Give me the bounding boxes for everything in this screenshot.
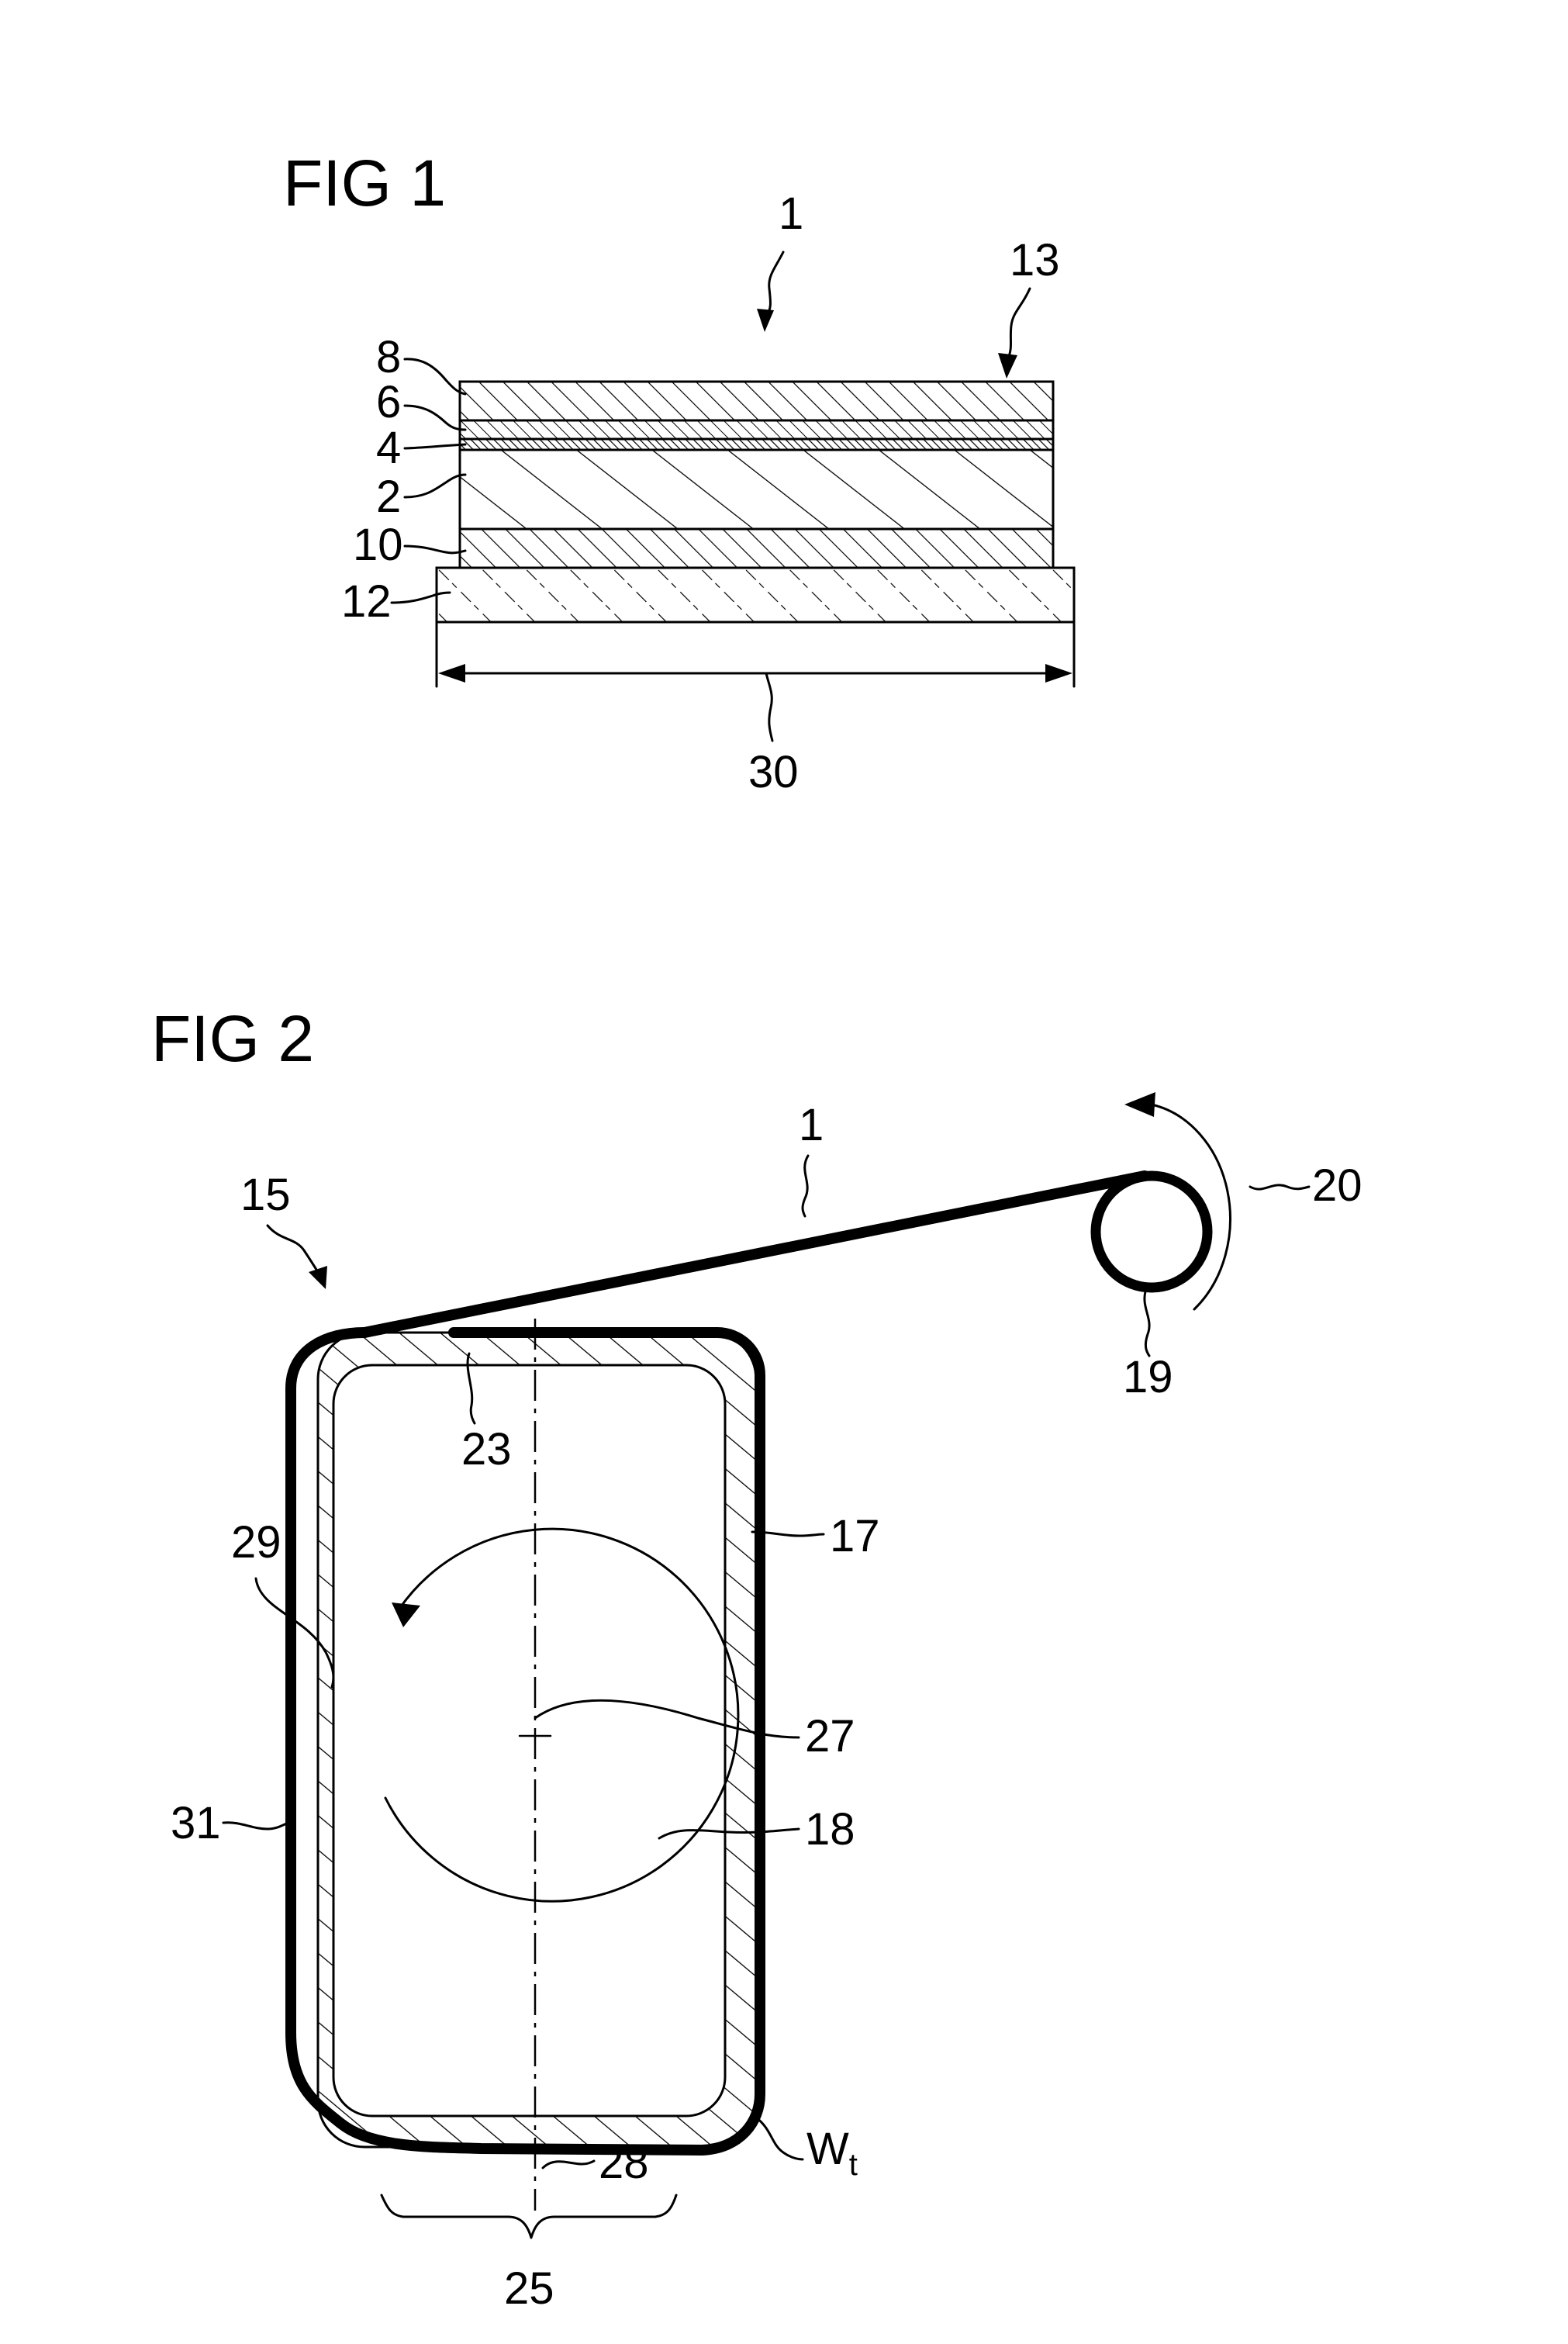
ref-film-2-label: 1 — [799, 1100, 824, 1150]
ref-rotation-label: 18 — [805, 1804, 855, 1855]
ref-outer-layer-leader — [223, 1823, 288, 1829]
rotation-arrow-20-head — [1124, 1092, 1155, 1117]
ref-layer-12-label: 12 — [341, 576, 392, 627]
ref-region-label: 25 — [504, 2263, 554, 2314]
ref-layer-2-label: 2 — [376, 472, 401, 522]
rotation-path-arrowhead — [392, 1602, 420, 1627]
ref-layer-2-leader — [405, 475, 465, 497]
figure-1: FIG 1 1 13 8 6 4 2 10 12 — [283, 147, 1074, 797]
ref-layer-10-label: 10 — [353, 520, 403, 570]
ref-inner-surface-label: 29 — [231, 1517, 281, 1568]
layer-stack — [437, 382, 1074, 622]
supply-roll — [1096, 1176, 1207, 1288]
ref-arrangement-label: 15 — [240, 1170, 291, 1220]
ref-layer-8-label: 8 — [376, 332, 401, 382]
ref-wound-label: Wt — [806, 2124, 858, 2182]
layer-10 — [460, 529, 1053, 568]
wall-inner-edge — [333, 1365, 725, 2116]
ref-start-edge-label: 23 — [461, 1424, 512, 1475]
layer-4 — [460, 439, 1053, 450]
figure-1-title: FIG 1 — [283, 147, 446, 220]
figure-2: FIG 2 15 19 20 1 23 — [151, 1002, 1363, 2314]
ref-layer-4-label: 4 — [376, 423, 401, 473]
ref-rotation-arrow-label: 20 — [1312, 1160, 1363, 1211]
layer-2 — [460, 450, 1053, 529]
ref-film-leader — [766, 252, 783, 316]
ref-film-2-leader — [803, 1156, 808, 1216]
ref-layer-6-label: 6 — [376, 377, 401, 427]
ref-supply-roll-label: 19 — [1123, 1352, 1173, 1402]
figure-2-title: FIG 2 — [151, 1002, 314, 1075]
ref-arrangement-leader — [268, 1226, 318, 1272]
film-strip — [364, 1176, 1145, 1333]
wall-outer-edge — [318, 1333, 756, 2147]
wall-hatch — [310, 1319, 775, 2156]
ref-top-surface-arrowhead — [998, 353, 1017, 379]
ref-rotation-arrow-leader — [1250, 1185, 1309, 1189]
rotation-arrow-20 — [1152, 1105, 1230, 1309]
ref-top-surface-label: 13 — [1010, 235, 1060, 285]
ref-layer-6-leader — [405, 406, 465, 430]
ref-centerline-leader — [543, 2161, 594, 2168]
ref-layer-4-leader — [405, 444, 465, 448]
layer-6 — [460, 420, 1053, 439]
ref-wall-label: 17 — [830, 1511, 880, 1561]
ref-top-surface-leader — [1008, 289, 1030, 358]
ref-layer-10-leader — [405, 546, 465, 553]
ref-film-arrowhead — [757, 309, 774, 332]
ref-axis-point-label: 27 — [805, 1711, 855, 1761]
wound-film-layer — [291, 1333, 760, 2150]
layer-12 — [437, 568, 1074, 622]
ref-film-label: 1 — [779, 188, 803, 239]
region-brace — [382, 2195, 676, 2238]
ref-outer-layer-label: 31 — [171, 1798, 221, 1848]
ref-supply-roll-leader — [1145, 1289, 1149, 1356]
layer-8 — [460, 382, 1053, 420]
ref-wound-leader — [756, 2118, 803, 2159]
ref-centerline-label: 28 — [599, 2138, 649, 2188]
ref-arrangement-arrowhead — [309, 1266, 327, 1289]
width-dimension — [437, 622, 1074, 741]
ref-layer-8-leader — [405, 359, 465, 394]
ref-width-label: 30 — [748, 747, 799, 797]
